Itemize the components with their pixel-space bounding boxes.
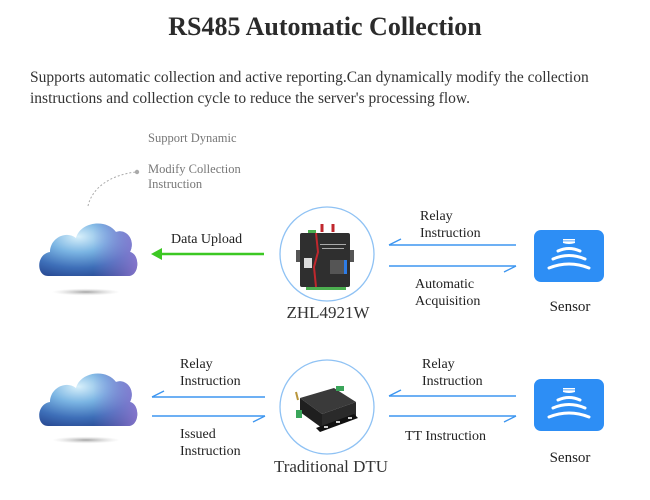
device-label-dtu: Traditional DTU — [273, 457, 389, 476]
device-circle-dtu — [279, 359, 375, 455]
relay-label-bottom-right-line1: Relay — [422, 357, 455, 372]
relay-instruction-arrow-top-right — [388, 238, 516, 246]
note-instruction: Instruction — [148, 177, 203, 191]
relay-label-top-line1: Relay — [420, 209, 453, 224]
device-label-zhl4921w: ZHL4921W — [286, 303, 370, 322]
data-upload-label: Data Upload — [171, 232, 243, 247]
data-upload-arrow — [151, 248, 264, 260]
connector-dot — [134, 169, 140, 175]
sensor-icon — [534, 230, 604, 282]
relay-label-bottom-left-line2: Instruction — [180, 374, 241, 389]
sensor-label-bottom: Sensor — [549, 450, 591, 466]
tt-instruction-arrow — [389, 415, 517, 423]
cloud-icon — [39, 223, 138, 296]
auto-acquisition-label-line1: Automatic — [415, 277, 475, 292]
issued-instruction-label-line2: Instruction — [180, 444, 241, 459]
description: Supports automatic collection and active… — [30, 69, 589, 107]
relay-label-bottom-right-line2: Instruction — [422, 374, 483, 389]
relay-instruction-arrow-bottom-right — [388, 389, 516, 397]
device-circle-zhl4921w — [279, 206, 375, 302]
zhl4921w-device-icon — [296, 224, 354, 290]
automatic-acquisition-arrow — [389, 265, 517, 273]
relay-instruction-arrow-bottom-left — [151, 390, 265, 398]
relay-label-top-line2: Instruction — [420, 226, 481, 241]
sensor-label-top: Sensor — [549, 299, 591, 315]
auto-acquisition-label-line2: Acquisition — [415, 294, 481, 309]
dashed-connector — [87, 171, 137, 207]
tt-instruction-label: TT Instruction — [405, 429, 487, 444]
issued-instruction-arrow — [152, 415, 266, 423]
relay-label-bottom-left-line1: Relay — [180, 357, 213, 372]
cloud-icon — [39, 373, 138, 444]
issued-instruction-label-line1: Issued — [180, 427, 216, 442]
note-modify-collection: Modify Collection — [148, 162, 241, 176]
note-support-dynamic: Support Dynamic — [148, 131, 237, 145]
page-title: RS485 Automatic Collection — [168, 12, 482, 41]
dtu-device-icon — [295, 386, 358, 432]
sensor-icon — [534, 379, 604, 431]
